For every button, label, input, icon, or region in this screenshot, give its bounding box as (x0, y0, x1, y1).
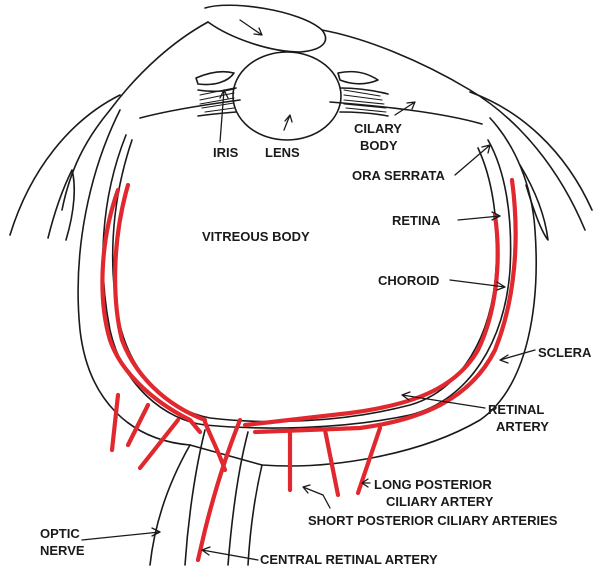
central-retinal-artery-branch (205, 422, 225, 470)
sclera-outline (78, 110, 536, 466)
label-ciliary-body-2: BODY (360, 138, 398, 153)
retinal-vessel-left (115, 185, 205, 420)
label-ciliary-body-1: CILARY (354, 121, 402, 136)
choroid-outline (103, 135, 511, 428)
label-long-posterior-2: CILIARY ARTERY (386, 494, 494, 509)
label-choroid: CHOROID (378, 273, 439, 288)
lens (233, 52, 341, 140)
label-central-retinal-artery: CENTRAL RETINAL ARTERY (260, 552, 438, 567)
label-retinal-artery-2: ARTERY (496, 419, 549, 434)
upper-lid-left (62, 22, 208, 210)
optic-nerve-mid-right (228, 432, 248, 565)
label-sclera: SCLERA (538, 345, 592, 360)
central-retinal-artery (198, 420, 240, 560)
label-vitreous-body: VITREOUS BODY (202, 229, 310, 244)
optic-nerve-left (150, 445, 190, 565)
posterior-ciliary-left-1 (112, 395, 118, 450)
optic-nerve-right (248, 465, 262, 565)
label-optic-nerve-2: NERVE (40, 543, 85, 558)
label-retina: RETINA (392, 213, 441, 228)
globe-top (140, 100, 482, 124)
eye-outline (10, 5, 592, 565)
label-iris: IRIS (213, 145, 239, 160)
posterior-ciliary-left-3 (140, 420, 178, 468)
cornea (205, 5, 326, 52)
ciliary-body-left (196, 72, 236, 116)
ciliary-body-right (338, 72, 388, 116)
label-lens: LENS (265, 145, 300, 160)
label-ora-serrata: ORA SERRATA (352, 168, 446, 183)
label-long-posterior-1: LONG POSTERIOR (374, 477, 492, 492)
short-posterior-ciliary-2 (325, 430, 338, 495)
orbit-left-outer (10, 95, 120, 235)
label-optic-nerve-1: OPTIC (40, 526, 80, 541)
label-short-posterior: SHORT POSTERIOR CILIARY ARTERIES (308, 513, 558, 528)
label-retinal-artery-1: RETINAL (488, 402, 544, 417)
